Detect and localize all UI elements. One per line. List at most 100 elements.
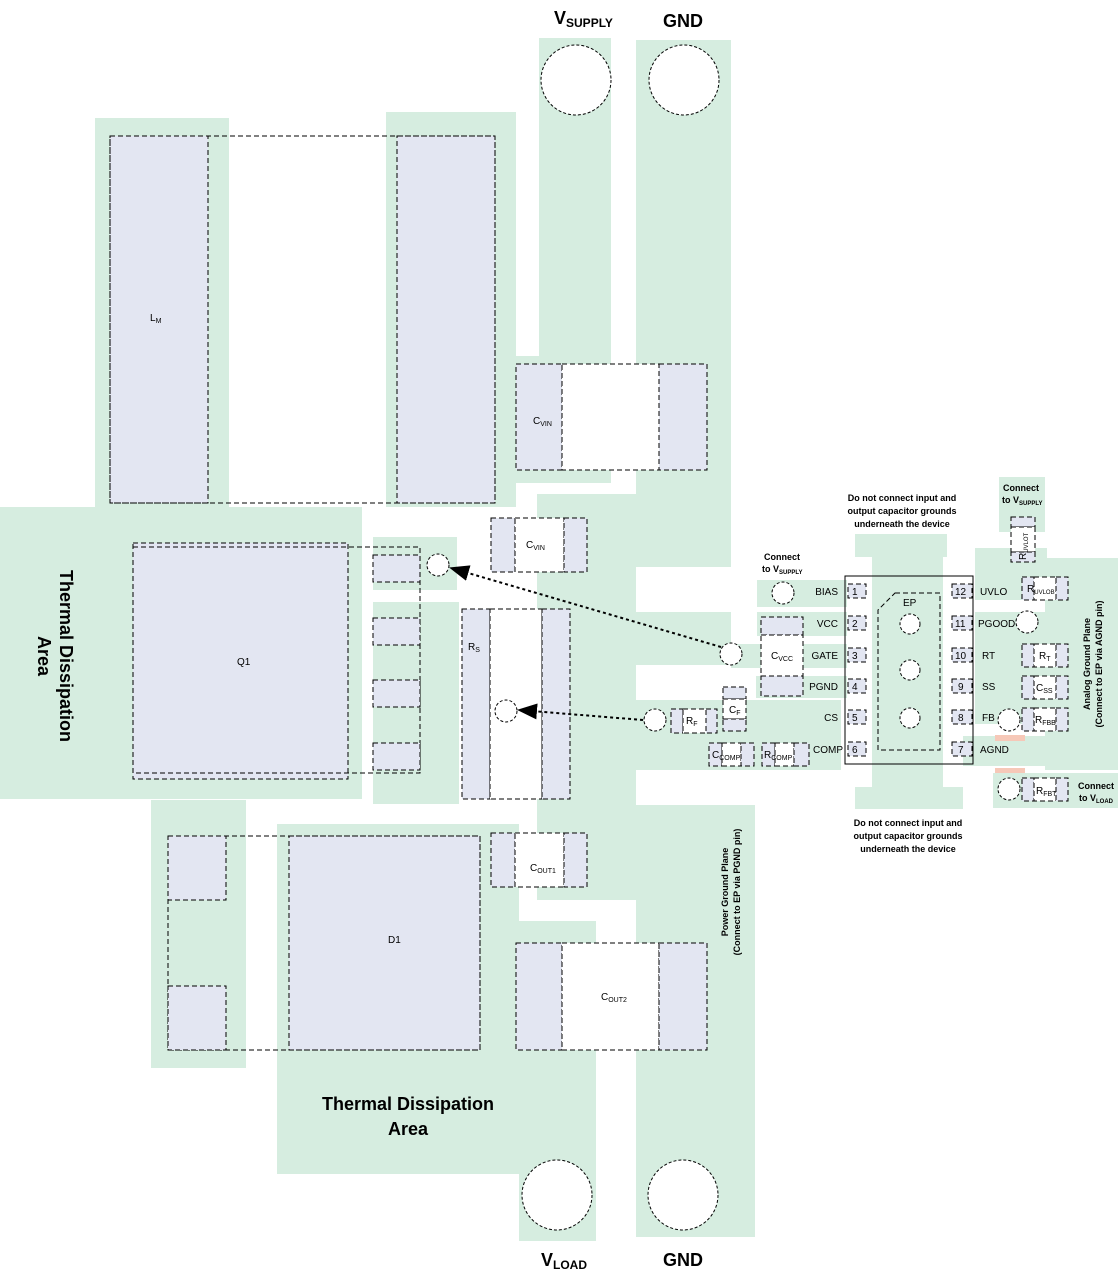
pgood-via (1015, 610, 1039, 634)
gate-route-arrow (449, 565, 722, 648)
bias-via (771, 581, 795, 605)
q1-mosfet[interactable]: Q1 (132, 542, 421, 780)
lm-inductor[interactable]: LM (109, 135, 496, 504)
thermal-left-line-1: Thermal Dissipation (56, 570, 76, 742)
vload-terminal[interactable] (521, 1159, 593, 1231)
rfbt-pad-left (1021, 777, 1035, 802)
bottom-warning-line-1: Do not connect input and (854, 818, 963, 828)
d1-diode[interactable]: D1 (167, 835, 481, 1051)
ruvlob-label: RUVLOB (1027, 584, 1055, 596)
cf-pad-bottom (722, 718, 747, 732)
vload-label: VLOAD (541, 1250, 587, 1272)
cout2-label: COUT2 (601, 992, 627, 1004)
top-warning-line-3: underneath the device (854, 519, 950, 529)
vias (426, 44, 1039, 1231)
css-pad-right (1055, 675, 1069, 700)
controller-ic[interactable]: EP (844, 575, 974, 765)
rcomp-pad-right (793, 742, 810, 767)
pin-cs-label: CS (824, 713, 838, 724)
d1-pin-2 (167, 985, 227, 1051)
gate-trace-copper (636, 612, 731, 665)
connect-bias-line-2: to VSUPPLY (762, 564, 802, 576)
cvin2-pad-right (563, 517, 588, 573)
pin-fb-label: FB (982, 713, 995, 724)
cvcc-label: CVCC (771, 651, 793, 663)
rs-resistor[interactable]: RS (461, 608, 571, 800)
cvcc-body (760, 634, 804, 677)
connect-vsupply-uvlo-note: Connect to VSUPPLY (1002, 483, 1042, 507)
cvin1-body (561, 363, 660, 471)
ccomp-capacitor[interactable]: CCOMP (708, 742, 755, 767)
rcomp-label: RCOMP (764, 750, 793, 762)
pin-10-pad[interactable] (951, 647, 973, 663)
pin-3-number: 3 (852, 651, 858, 662)
q1-pin-4 (372, 742, 421, 771)
ruvlob-resistor[interactable]: RUVLOB (1021, 576, 1069, 601)
cvin-capacitor-2[interactable]: CVIN (490, 517, 588, 573)
rfbt-resistor[interactable]: RFBT (1021, 777, 1069, 802)
rt-resistor[interactable]: RT (1021, 643, 1069, 668)
pin-11-pad[interactable] (951, 615, 973, 631)
analog-ground-label: Analog Ground Plane (Connect to EP via A… (1082, 600, 1104, 727)
pin-vcc-label: VCC (817, 619, 838, 630)
q1-pin-3 (372, 679, 421, 708)
cf-capacitor[interactable]: CF (722, 686, 747, 732)
pin-2-pad[interactable] (847, 615, 867, 631)
gnd-terminal-top[interactable] (648, 44, 720, 116)
pin-7-pad[interactable] (951, 741, 973, 757)
ruvlot-resistor[interactable]: RUVLOT (1010, 516, 1036, 563)
ep-outline (877, 592, 941, 751)
cout1-body (514, 832, 565, 888)
cvcc-capacitor[interactable]: CVCC (760, 616, 804, 697)
q1-gate-pin (372, 554, 421, 583)
cvin1-pad-right (658, 363, 708, 471)
pin-agnd-label: AGND (980, 745, 1009, 756)
pin-5-number: 5 (852, 713, 858, 724)
bottom-warning-line-2: output capacitor grounds (854, 831, 963, 841)
cout2-pad-left (515, 942, 563, 1051)
pin-comp-label: COMP (813, 745, 843, 756)
power-ground-line-1: Power Ground Plane (720, 848, 730, 937)
q1-tab-pad (132, 542, 349, 780)
vsupply-terminal[interactable] (540, 44, 612, 116)
cs-route-arrow (517, 703, 644, 721)
pin-12-number: 12 (955, 587, 967, 598)
vsupply-label: VSUPPLY (554, 8, 613, 30)
pin-8-pad[interactable] (951, 709, 973, 725)
cout1-capacitor[interactable]: COUT1 (490, 832, 588, 888)
cvin-capacitor-1[interactable]: CVIN (515, 363, 708, 471)
gnd-plane-top (636, 40, 731, 567)
rt-label: RT (1039, 651, 1051, 663)
ruvlot-pad-bottom (1010, 551, 1036, 563)
pin-8-number: 8 (958, 713, 964, 724)
ep-via-3 (899, 707, 921, 729)
rf-pad-right (705, 708, 718, 734)
q1-label: Q1 (237, 657, 251, 668)
pin-5-pad[interactable] (847, 709, 867, 725)
cout2-capacitor[interactable]: COUT2 (515, 942, 708, 1051)
pin-9-pad[interactable] (951, 678, 973, 694)
gnd-top-label: GND (663, 11, 703, 31)
pin-1-pad[interactable] (847, 583, 867, 599)
pin-11-number: 11 (955, 619, 966, 630)
pin-6-pad[interactable] (847, 741, 867, 757)
ruvlob-pad-left (1021, 576, 1035, 601)
ccomp-pad-right (740, 742, 755, 767)
top-warning-line-1: Do not connect input and (848, 493, 957, 503)
thermal-bottom-line-1: Thermal Dissipation (322, 1094, 494, 1114)
rfbb-resistor[interactable]: RFBB (1021, 707, 1069, 732)
gnd-terminal-bottom[interactable] (647, 1159, 719, 1231)
bottom-warning-line-3: underneath the device (860, 844, 956, 854)
thermal-bottom-line-2: Area (388, 1119, 429, 1139)
rfbb-label: RFBB (1035, 715, 1056, 727)
pin-12-pad[interactable] (951, 583, 973, 599)
rcomp-resistor[interactable]: RCOMP (761, 742, 810, 767)
rs-sense-via (494, 699, 518, 723)
pin-4-pad[interactable] (847, 678, 867, 694)
rt-pad-right (1055, 643, 1069, 668)
css-capacitor[interactable]: CSS (1021, 675, 1069, 700)
q1-gate-via (426, 553, 450, 577)
pin-3-pad[interactable] (847, 647, 867, 663)
rf-resistor[interactable]: RF (670, 708, 718, 734)
